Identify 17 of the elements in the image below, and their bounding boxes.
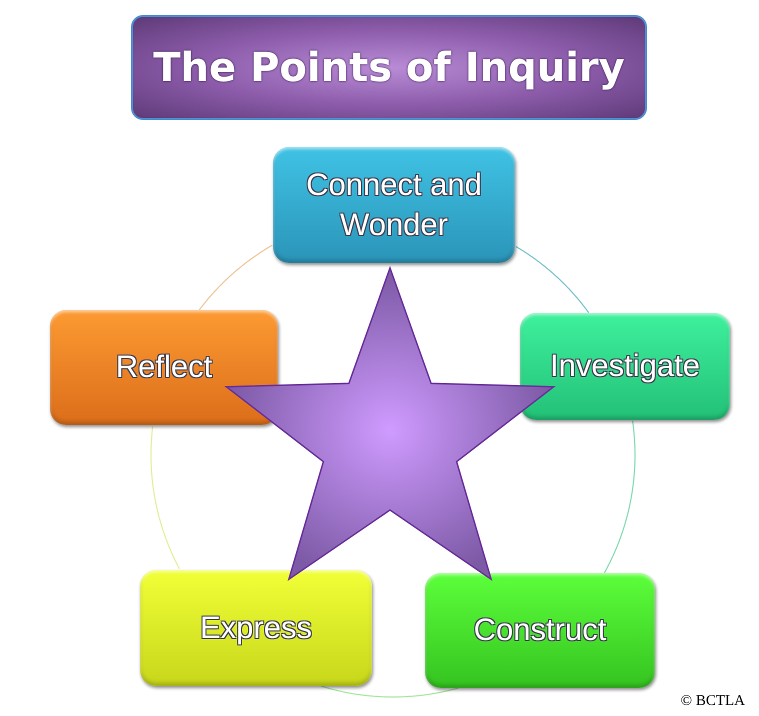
stage-label: Reflect	[116, 348, 212, 386]
stage-box	[140, 570, 372, 686]
stage-label: Express	[200, 608, 312, 647]
copyright-note: © BCTLA	[680, 693, 745, 710]
cycle-arc	[516, 246, 590, 313]
stage-label: Connect and Wonder	[305, 166, 483, 244]
cycle-arc	[150, 426, 180, 570]
cycle-arc	[321, 686, 459, 698]
stage-box	[273, 147, 515, 263]
stage-box	[425, 573, 655, 688]
cycle-arc	[198, 244, 273, 310]
title-banner: The Points of Inquiry	[131, 15, 647, 120]
stage-label: Construct	[474, 611, 606, 650]
cycle-arc	[604, 420, 636, 574]
stage-label: Investigate	[550, 347, 700, 386]
stage-box	[520, 313, 730, 420]
stage-box	[50, 310, 278, 425]
